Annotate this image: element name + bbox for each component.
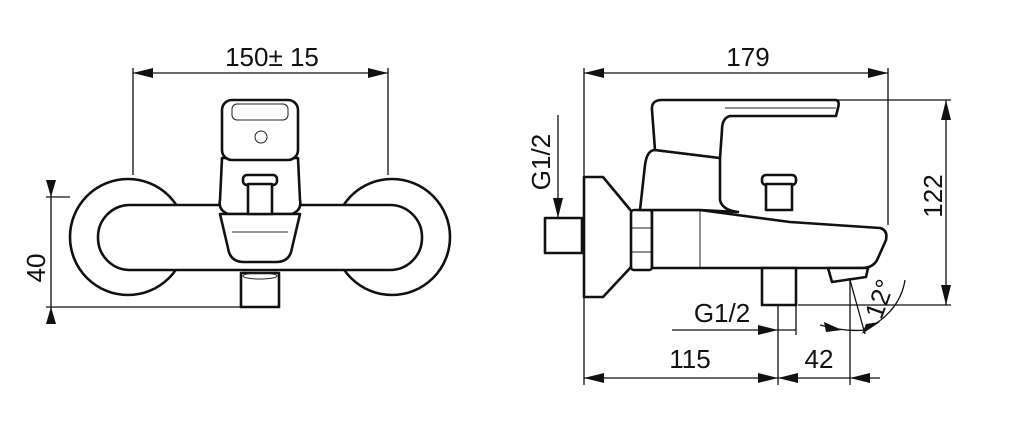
height-dimension-label: 122 bbox=[918, 174, 948, 217]
outlet-connector bbox=[760, 266, 798, 307]
spout-angle-label: 12° bbox=[859, 275, 901, 322]
diverter-knob-stem bbox=[764, 182, 794, 212]
front-view: 150± 15 40 bbox=[21, 42, 452, 324]
inlet-thread-label: G1/2 bbox=[526, 134, 556, 190]
aerator bbox=[826, 266, 870, 284]
lever-handle bbox=[650, 98, 840, 160]
length-dimension-label: 179 bbox=[726, 42, 769, 72]
width-dimension-label: 150± 15 bbox=[225, 42, 319, 72]
height-dimension-label: 40 bbox=[21, 254, 51, 283]
side-view: 179 122 G1/2 G1/2 115 42 12° bbox=[526, 42, 951, 385]
diverter-knob-stem bbox=[246, 182, 274, 216]
lever-handle bbox=[220, 98, 300, 162]
outlet-thread-label: G1/2 bbox=[694, 298, 750, 328]
wall-rosette bbox=[582, 175, 634, 299]
spout-offset-label: 42 bbox=[805, 344, 834, 374]
hex-nut bbox=[629, 208, 654, 272]
inlet-connector bbox=[543, 216, 584, 255]
cartridge-housing bbox=[638, 148, 740, 214]
outlet-distance-label: 115 bbox=[669, 344, 710, 374]
indicator-hole bbox=[254, 130, 268, 144]
spout-front bbox=[218, 212, 302, 264]
spout-body bbox=[650, 208, 888, 270]
